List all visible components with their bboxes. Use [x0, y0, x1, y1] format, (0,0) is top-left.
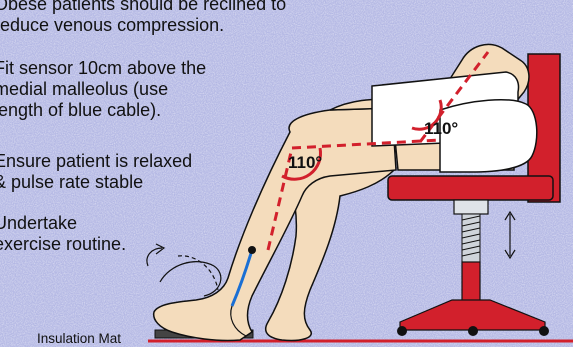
chair-wheel — [468, 326, 478, 336]
chair-wheel — [397, 326, 407, 336]
sensor-dot — [248, 246, 256, 254]
chair-column — [462, 262, 480, 302]
chair-spring — [462, 214, 480, 262]
exercise-motion-icon — [147, 244, 221, 296]
chair-column-top — [454, 200, 488, 214]
angle-label-knee: 110° — [288, 153, 322, 172]
insulation-mat-label: Insulation Mat — [37, 331, 121, 346]
chair-base — [400, 300, 545, 330]
angle-label-ankle: 110° — [424, 119, 458, 138]
height-arrow-icon — [505, 212, 515, 258]
chair-seat — [388, 176, 553, 200]
chair-wheel — [539, 326, 549, 336]
